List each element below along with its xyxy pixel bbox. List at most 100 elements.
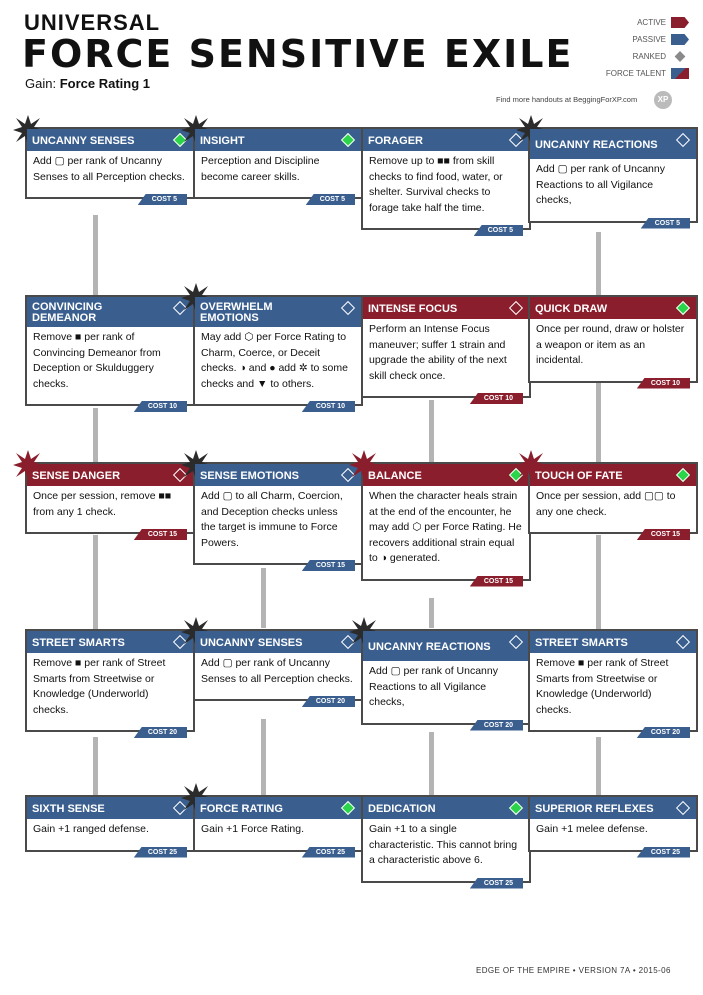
talent-card[interactable]: OVERWHELM EMOTIONS May add ⬡ per Force R… [181, 283, 363, 412]
talent-card[interactable]: UNCANNY SENSES Add ▢ per rank of Uncanny… [181, 617, 363, 707]
connector [93, 215, 98, 295]
talent-name: INSIGHT [200, 134, 245, 147]
ranked-diamond-icon [339, 300, 357, 316]
talent-card[interactable]: INSIGHT Perception and Discipline become… [181, 115, 363, 205]
talent-description: Once per session, remove ■■ from any 1 c… [33, 490, 172, 518]
talent-card[interactable]: FORCE RATING Gain +1 Force Rating. COST … [181, 783, 363, 858]
legend-ranked: RANKED [569, 48, 689, 65]
talent-name: UNCANNY REACTIONS [368, 640, 491, 653]
talent-name: BALANCE [368, 469, 422, 482]
force-diamond-icon [674, 300, 692, 316]
active-arrow-icon [671, 17, 689, 28]
talent-card[interactable]: CONVINCING DEMEANOR Remove ■ per rank of… [25, 295, 195, 412]
force-diamond-icon [339, 132, 357, 148]
ranked-diamond-icon [507, 634, 525, 650]
connector [261, 568, 266, 628]
talent-card[interactable]: FORAGER Remove up to ■■ from skill check… [361, 127, 531, 236]
passive-diamond-icon [674, 800, 692, 816]
talent-cost: COST 5 [473, 225, 523, 236]
talent-name: SUPERIOR REFLEXES [535, 802, 654, 815]
talent-description: When the character heals strain at the e… [369, 490, 522, 564]
talent-card[interactable]: SIXTH SENSE Gain +1 ranged defense. COST… [25, 795, 195, 858]
talent-card[interactable]: SUPERIOR REFLEXES Gain +1 melee defense.… [528, 795, 698, 858]
talent-name: UNCANNY SENSES [200, 636, 303, 649]
passive-arrow-icon [671, 34, 689, 45]
gain-value: Force Rating 1 [59, 76, 150, 91]
talent-card[interactable]: UNCANNY SENSES Add ▢ per rank of Uncanny… [13, 115, 195, 205]
ranked-diamond-icon [674, 51, 686, 62]
legend-passive: PASSIVE [569, 31, 689, 48]
talent-cost: COST 25 [469, 877, 523, 889]
gain-label: Gain: [25, 76, 57, 91]
connector [429, 400, 434, 462]
talent-cost: COST 5 [137, 194, 187, 205]
talent-name: FORCE RATING [200, 802, 283, 815]
talent-cost: COST 20 [133, 727, 187, 738]
talent-cost: COST 5 [305, 194, 355, 205]
talent-name: UNCANNY SENSES [32, 134, 135, 147]
talent-card[interactable]: UNCANNY REACTIONS Add ▢ per rank of Unca… [349, 617, 531, 731]
talent-description: Perform an Intense Focus maneuver; suffe… [369, 323, 507, 382]
talent-description: Once per session, add ▢▢ to any one chec… [536, 490, 676, 518]
connector [596, 535, 601, 629]
page-title: FORCE SENSITIVE EXILE [22, 32, 574, 76]
talent-cost: COST 20 [469, 719, 523, 731]
talent-card[interactable]: STREET SMARTS Remove ■ per rank of Stree… [528, 629, 698, 738]
talent-description: Gain +1 to a single characteristic. This… [369, 823, 518, 866]
talent-name: TOUCH OF FATE [535, 469, 623, 482]
talent-card[interactable]: SENSE EMOTIONS Add ▢ to all Charm, Coerc… [181, 450, 363, 571]
talent-cost: COST 10 [469, 393, 523, 404]
talent-description: Gain +1 ranged defense. [33, 823, 149, 835]
talent-cost: COST 15 [636, 529, 690, 540]
legend-active-label: ACTIVE [637, 18, 666, 27]
force-diamond-icon [339, 800, 357, 816]
talent-name: DEDICATION [368, 802, 436, 815]
talent-name: SENSE DANGER [32, 469, 121, 482]
talent-description: Add ▢ to all Charm, Coercion, and Decept… [201, 490, 343, 549]
talent-description: Add ▢ per rank of Uncanny Senses to all … [33, 155, 185, 183]
force-diamond-icon [507, 800, 525, 816]
connector [429, 598, 434, 628]
talent-cost: COST 5 [640, 217, 690, 229]
talent-name: SENSE EMOTIONS [200, 469, 300, 482]
talent-cost: COST 25 [636, 846, 690, 858]
talent-card[interactable]: INTENSE FOCUS Perform an Intense Focus m… [361, 295, 531, 404]
connector [93, 737, 98, 795]
talent-name: INTENSE FOCUS [368, 302, 458, 315]
talent-cost: COST 25 [301, 846, 355, 858]
talent-card[interactable]: STREET SMARTS Remove ■ per rank of Stree… [25, 629, 195, 738]
connector [93, 535, 98, 629]
connector [429, 732, 434, 795]
talent-cost: COST 10 [636, 377, 690, 389]
talent-description: Remove up to ■■ from skill checks to fin… [369, 155, 503, 214]
talent-description: May add ⬡ per Force Rating to Charm, Coe… [201, 331, 348, 390]
connector [261, 719, 266, 795]
talent-description: Add ▢ per rank of Uncanny Reactions to a… [369, 665, 498, 708]
talent-cost: COST 15 [301, 560, 355, 571]
talent-cost: COST 15 [469, 575, 523, 587]
talent-card[interactable]: QUICK DRAW Once per round, draw or holst… [528, 295, 698, 389]
ranked-diamond-icon [674, 132, 692, 148]
talent-cost: COST 15 [133, 529, 187, 540]
legend-force-label: FORCE TALENT [605, 69, 666, 78]
talent-description: Perception and Discipline become career … [201, 155, 320, 183]
legend: ACTIVE PASSIVE RANKED FORCE TALENT [569, 14, 689, 82]
talent-card[interactable]: DEDICATION Gain +1 to a single character… [361, 795, 531, 889]
talent-description: Once per round, draw or holster a weapon… [536, 323, 685, 366]
connector [93, 408, 98, 462]
talent-name: SIXTH SENSE [32, 802, 105, 815]
legend-active: ACTIVE [569, 14, 689, 31]
talent-card[interactable]: TOUCH OF FATE Once per session, add ▢▢ t… [516, 450, 698, 540]
talent-card[interactable]: SENSE DANGER Once per session, remove ■■… [13, 450, 195, 540]
talent-cost: COST 20 [636, 727, 690, 738]
talent-card[interactable]: BALANCE When the character heals strain … [349, 450, 531, 587]
ranked-diamond-icon [674, 634, 692, 650]
talent-name: OVERWHELM EMOTIONS [200, 301, 273, 324]
talent-description: Remove ■ per rank of Convincing Demeanor… [33, 331, 161, 390]
talent-description: Gain +1 melee defense. [536, 823, 648, 835]
talent-card[interactable]: UNCANNY REACTIONS Add ▢ per rank of Unca… [516, 115, 698, 229]
legend-passive-label: PASSIVE [632, 35, 666, 44]
xp-badge-icon: XP [654, 91, 672, 109]
talent-description: Gain +1 Force Rating. [201, 823, 305, 835]
force-talent-icon [671, 68, 689, 79]
